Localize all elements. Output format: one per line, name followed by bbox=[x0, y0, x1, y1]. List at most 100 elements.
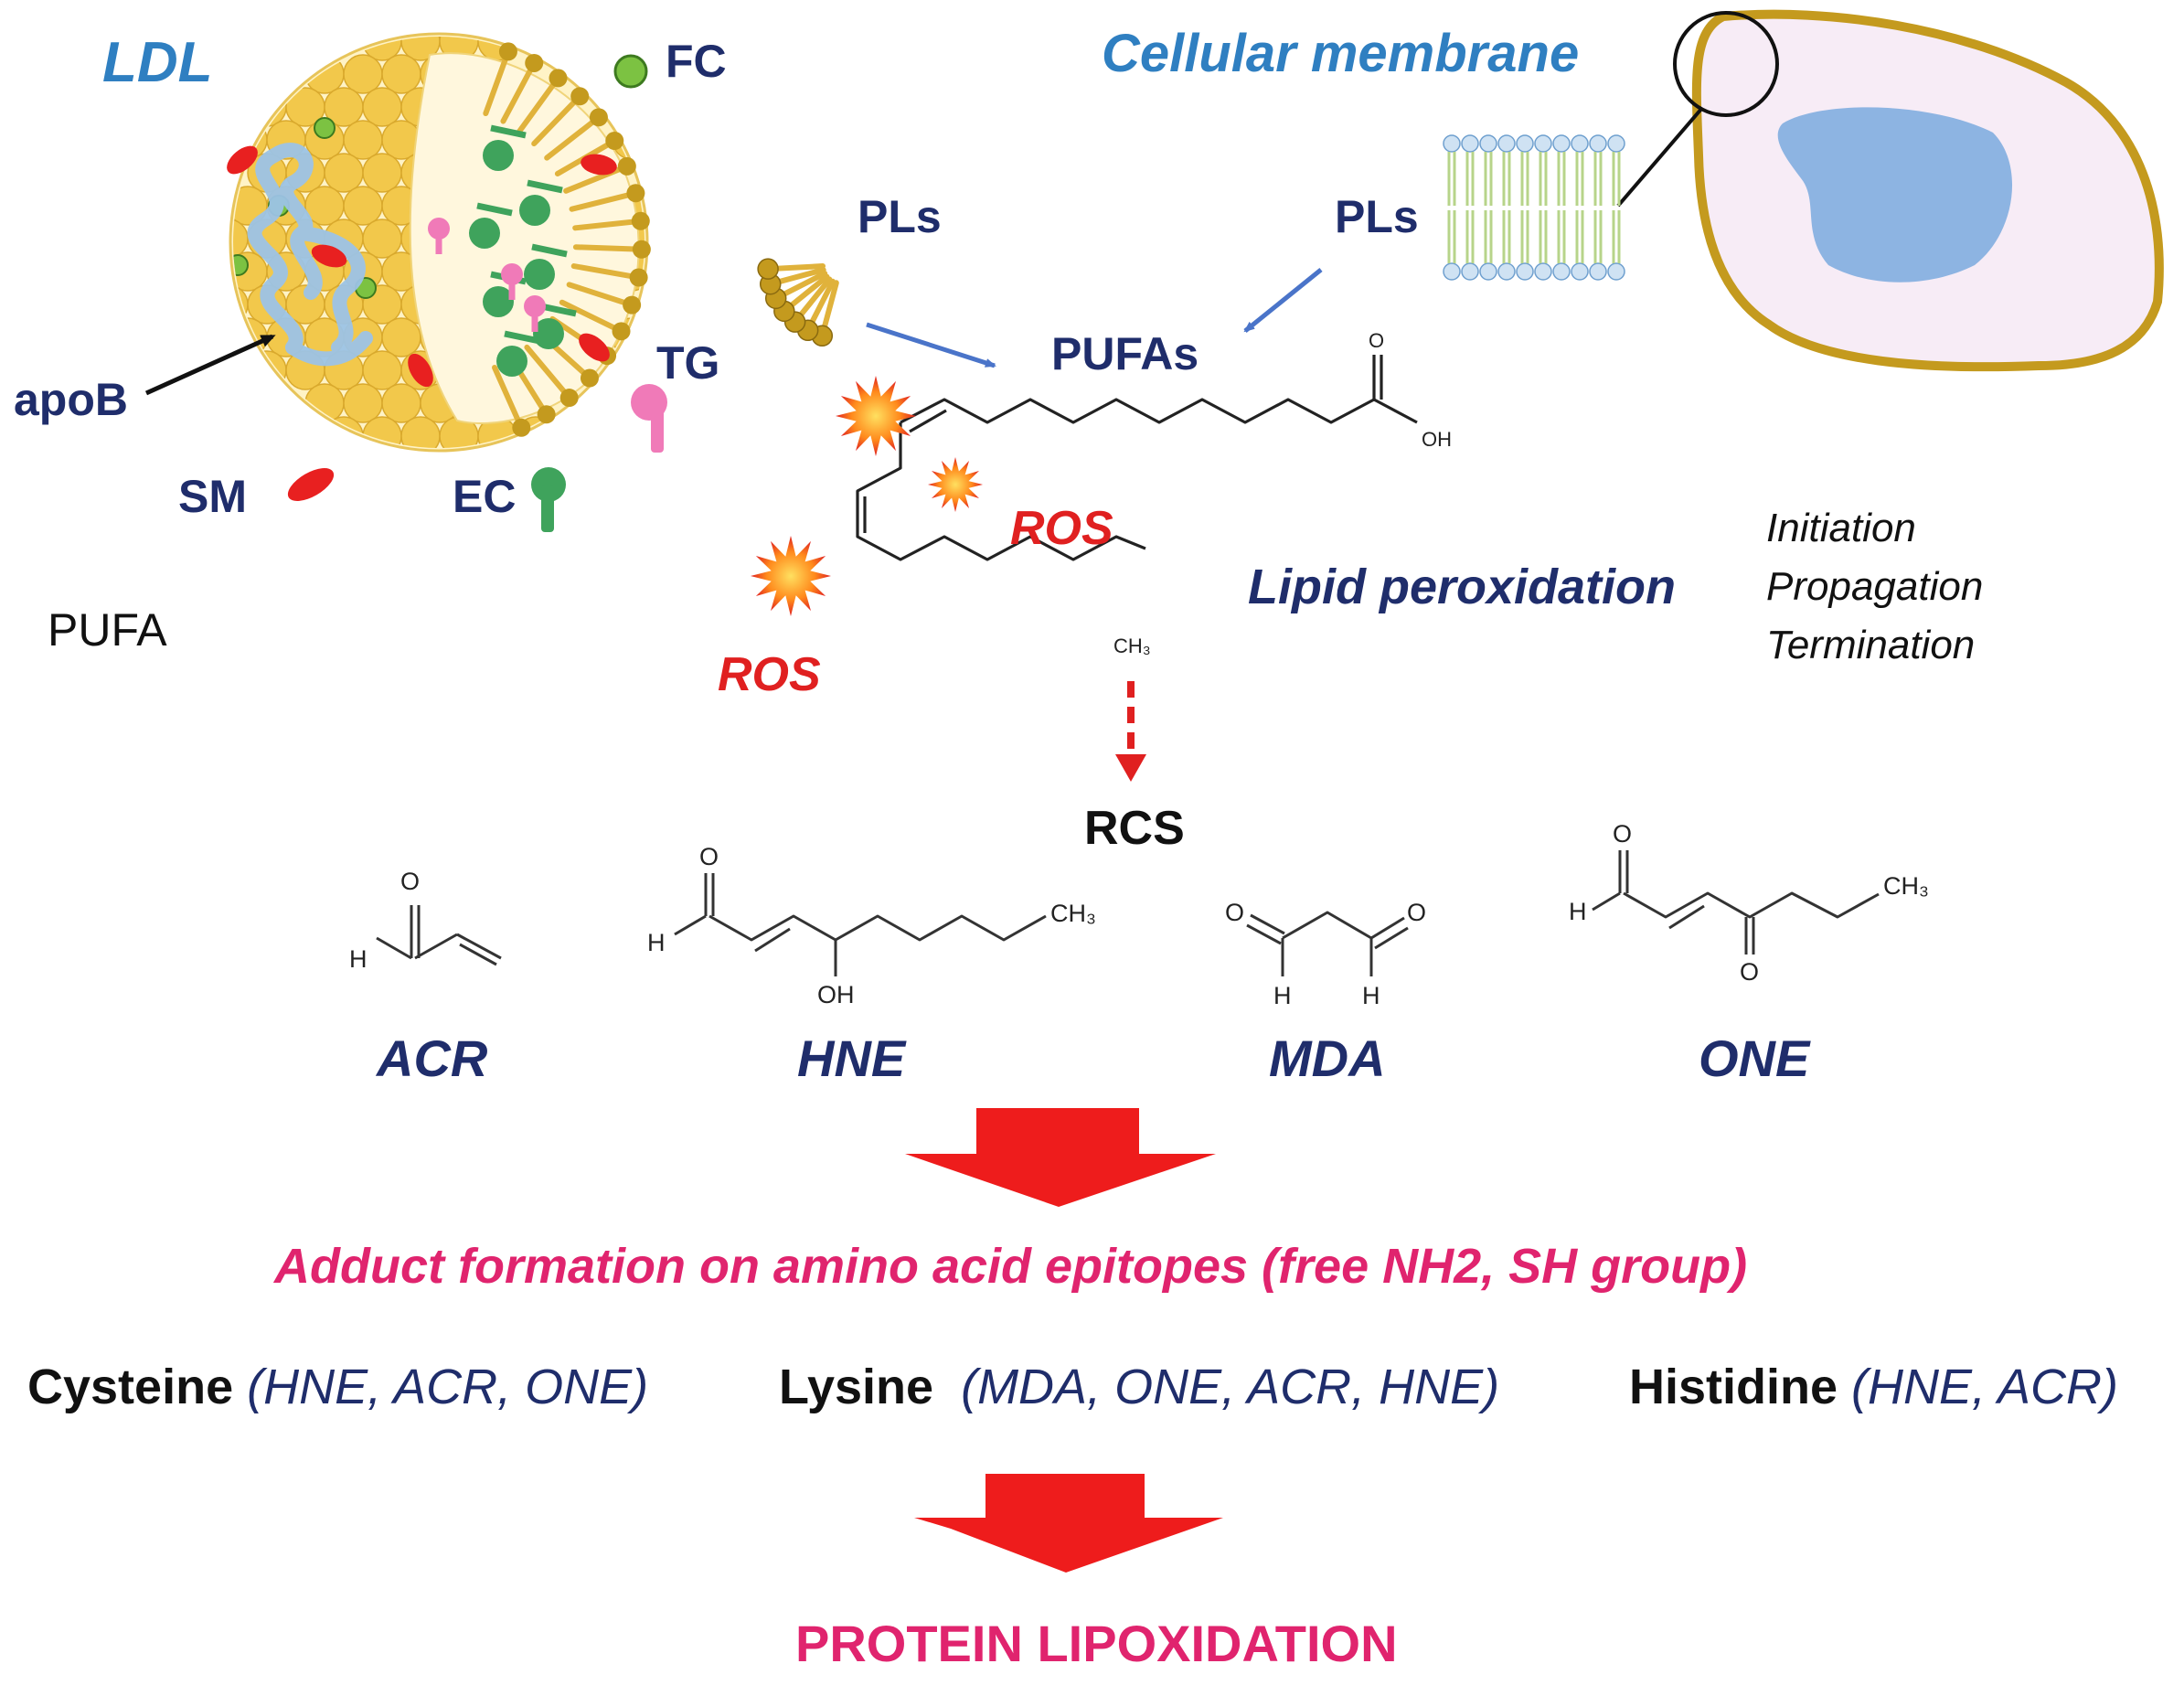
pufa-structure bbox=[856, 355, 1418, 561]
pl-micelle-fragment bbox=[757, 258, 839, 347]
phospholipid-head bbox=[537, 405, 556, 424]
ester-tail bbox=[540, 303, 577, 317]
membrane-zoom-line bbox=[1616, 106, 1704, 208]
ec-label: EC bbox=[453, 471, 517, 522]
micelle-pls-label: PLs bbox=[858, 191, 942, 242]
bilayer-tail-bottom bbox=[1465, 210, 1475, 263]
apob-label: apoB bbox=[14, 374, 128, 425]
nucleus-shape bbox=[1777, 107, 2013, 283]
ros-label-lower: ROS bbox=[718, 648, 821, 701]
bilayer-head-top bbox=[1479, 134, 1497, 153]
hne-name: HNE bbox=[797, 1029, 906, 1087]
cysteine-agents: (HNE, ACR, ONE) bbox=[247, 1360, 649, 1414]
ros-burst-icons bbox=[751, 376, 983, 616]
pufas-label: PUFAs bbox=[1051, 328, 1199, 379]
phospholipid-head bbox=[632, 240, 651, 259]
esterified-cholesterol bbox=[483, 286, 514, 317]
lipid-sphere bbox=[381, 54, 421, 94]
bilayer-tail-bottom bbox=[1612, 210, 1621, 263]
lipid-sphere bbox=[343, 120, 383, 160]
bilayer-head-top bbox=[1589, 134, 1607, 153]
ester-tail bbox=[527, 179, 563, 194]
bilayer-tail-bottom bbox=[1593, 210, 1603, 263]
residue-cysteine: Cysteine (HNE, ACR, ONE) bbox=[27, 1362, 648, 1412]
residue-histidine: Histidine (HNE, ACR) bbox=[1629, 1362, 2118, 1412]
phospholipid-head bbox=[631, 211, 650, 230]
esterified-cholesterol bbox=[483, 140, 514, 171]
phospholipid-head bbox=[589, 108, 608, 127]
phospholipid-tail bbox=[524, 344, 572, 401]
bilayer-tail-top bbox=[1539, 152, 1548, 206]
acr-name: ACR bbox=[377, 1029, 488, 1087]
phospholipid-head bbox=[623, 295, 642, 315]
phospholipid-tail bbox=[569, 190, 639, 212]
sphingomyelin-oval bbox=[581, 154, 617, 176]
ldl-core-lipids bbox=[428, 124, 577, 377]
rcs-label: RCS bbox=[1084, 802, 1185, 855]
bilayer-tail-bottom bbox=[1502, 210, 1511, 263]
ester-tail bbox=[504, 330, 540, 345]
ec-legend-icon bbox=[531, 467, 566, 532]
membrane-pls-label: PLs bbox=[1335, 191, 1419, 242]
phospholipid-head bbox=[512, 418, 531, 437]
phospholipid-head bbox=[559, 389, 579, 408]
bilayer-head-bottom bbox=[1607, 262, 1625, 281]
ros-burst-icon bbox=[928, 457, 983, 512]
mda-h-left-label: H bbox=[1273, 982, 1292, 1009]
pls-to-pufas-arrow-right bbox=[1243, 268, 1323, 333]
bilayer-head-bottom bbox=[1571, 262, 1589, 281]
bilayer-tail-bottom bbox=[1484, 210, 1493, 263]
lysine-name: Lysine bbox=[779, 1360, 934, 1414]
one-name: ONE bbox=[1699, 1029, 1810, 1087]
phospholipid-tail bbox=[544, 114, 602, 161]
bilayer-head-top bbox=[1461, 134, 1479, 153]
free-cholesterol-dot bbox=[233, 254, 249, 276]
lipid-sphere bbox=[381, 317, 421, 357]
micelle-head bbox=[757, 258, 779, 280]
ldl-phospholipid-tails bbox=[483, 42, 651, 437]
lipid-sphere bbox=[362, 87, 402, 127]
pufa-ch3-label: CH₃ bbox=[1113, 635, 1151, 657]
pufa-structure-labels: O OH CH₃ bbox=[1113, 329, 1452, 657]
bilayer-head-top bbox=[1443, 134, 1461, 153]
hne-h-label: H bbox=[647, 929, 666, 956]
phospholipid-head bbox=[617, 156, 636, 176]
phospholipid-head bbox=[629, 268, 648, 287]
esterified-cholesterol bbox=[524, 259, 555, 290]
ros-burst-icon bbox=[836, 376, 916, 456]
one-h-label: H bbox=[1569, 898, 1587, 925]
bilayer-head-bottom bbox=[1589, 262, 1607, 281]
bilayer-tail-top bbox=[1593, 152, 1603, 206]
bilayer-tail-bottom bbox=[1520, 210, 1529, 263]
acr-structure bbox=[376, 905, 502, 966]
tg-legend-icon bbox=[631, 384, 667, 453]
bilayer-tail-bottom bbox=[1575, 210, 1584, 263]
esterified-cholesterol bbox=[519, 195, 550, 226]
cell-illustration bbox=[1616, 9, 2164, 372]
bilayer-tail-top bbox=[1557, 152, 1566, 206]
phospholipid-tail bbox=[483, 48, 511, 117]
lipid-bilayer-icon bbox=[1443, 134, 1625, 281]
phospholipid-tail bbox=[566, 282, 635, 308]
ldl-title: LDL bbox=[102, 31, 213, 94]
cysteine-name: Cysteine bbox=[27, 1360, 234, 1414]
one-ch3-label: CH₃ bbox=[1883, 872, 1929, 900]
lipid-sphere bbox=[343, 186, 383, 226]
ros-label-upper: ROS bbox=[1010, 502, 1113, 555]
phospholipid-head bbox=[525, 53, 544, 72]
lipid-sphere bbox=[324, 153, 364, 193]
acr-h-label: H bbox=[349, 945, 368, 973]
bilayer-tail-bottom bbox=[1447, 210, 1456, 263]
phospholipid-tail bbox=[517, 75, 561, 134]
phospholipid-head bbox=[605, 132, 624, 150]
bilayer-head-bottom bbox=[1497, 262, 1516, 281]
phospholipid-tail bbox=[563, 163, 630, 194]
phospholipid-tail bbox=[500, 59, 538, 124]
bilayer-head-bottom bbox=[1443, 262, 1461, 281]
bilayer-tail-top bbox=[1502, 152, 1511, 206]
bilayer-tail-top bbox=[1484, 152, 1493, 206]
phospholipid-head bbox=[570, 87, 590, 106]
lipid-sphere bbox=[362, 219, 402, 259]
histidine-name: Histidine bbox=[1629, 1360, 1838, 1414]
